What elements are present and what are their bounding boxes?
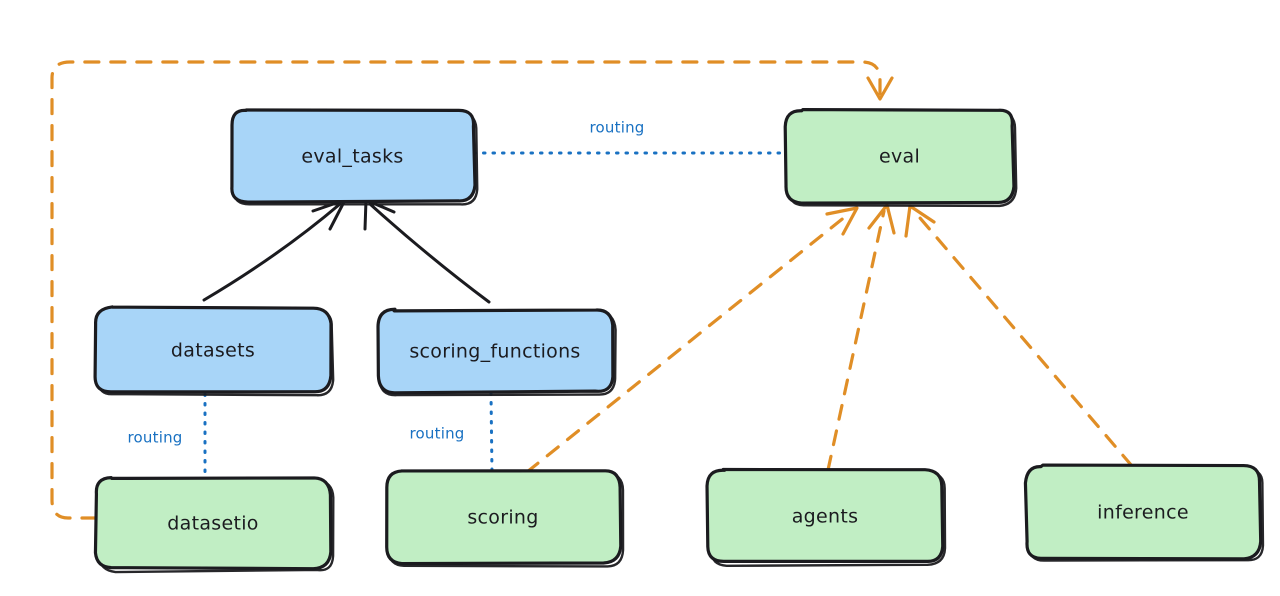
- node-label-scoring: scoring: [467, 507, 538, 529]
- node-label-scoring_functions: scoring_functions: [409, 341, 580, 363]
- edge-scoring_functions-scoring: [489, 391, 494, 475]
- node-body: [385, 469, 623, 566]
- node-scoring_functions[interactable]: scoring_functions: [376, 307, 617, 397]
- edge-label-eval_tasks-eval: routing: [590, 119, 645, 137]
- edge-label-layer: routing routing routing: [128, 119, 645, 447]
- edge-label-scoring_functions-routing: routing: [410, 425, 465, 443]
- edge-scoring-eval: [525, 206, 859, 474]
- node-body: [783, 107, 1016, 205]
- node-agents[interactable]: agents: [705, 467, 947, 568]
- node-body: [230, 108, 477, 204]
- edge-datasetio-eval: [50, 60, 894, 520]
- node-datasetio[interactable]: datasetio: [93, 476, 335, 574]
- node-scoring[interactable]: scoring: [385, 469, 625, 568]
- node-body: [705, 467, 945, 563]
- edge-label-datasets-routing: routing: [128, 429, 183, 447]
- edge-agents-eval: [826, 203, 896, 472]
- node-label-datasets: datasets: [171, 340, 255, 362]
- edge-inference-eval: [904, 204, 1134, 468]
- node-layer: eval_tasks eval datasets scoring_functionsd…: [93, 107, 1265, 574]
- node-label-agents: agents: [792, 506, 859, 528]
- node-inference[interactable]: inference: [1023, 463, 1265, 562]
- node-label-inference: inference: [1097, 502, 1189, 524]
- node-eval[interactable]: eval: [783, 107, 1018, 208]
- node-label-eval_tasks: eval_tasks: [301, 146, 403, 168]
- node-body: [93, 476, 333, 571]
- edge-datasets-eval_tasks: [202, 198, 347, 302]
- node-body: [376, 307, 615, 395]
- node-body: [93, 305, 333, 394]
- node-datasets[interactable]: datasets: [93, 305, 335, 397]
- node-label-datasetio: datasetio: [167, 513, 258, 535]
- node-body: [1023, 463, 1263, 561]
- node-label-eval: eval: [879, 146, 920, 168]
- edge-scoring_functions-eval_tasks: [363, 198, 491, 304]
- node-eval_tasks[interactable]: eval_tasks: [230, 108, 479, 206]
